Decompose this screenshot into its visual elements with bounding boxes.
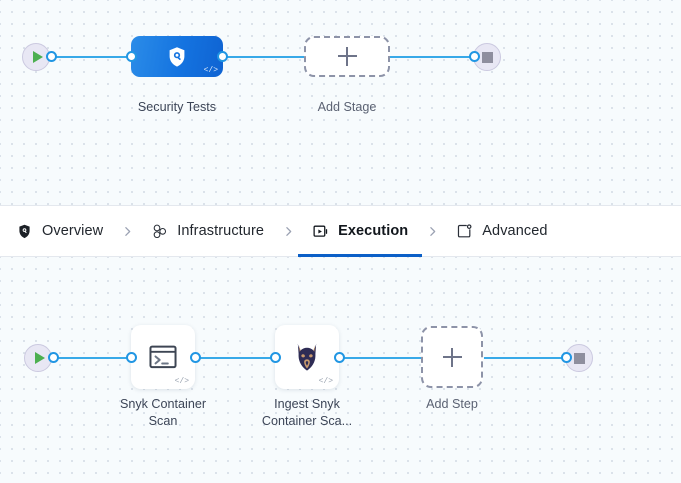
tab-separator-2 xyxy=(266,225,310,238)
snyk-dog-icon xyxy=(297,343,317,371)
chevron-right-icon xyxy=(430,226,436,236)
edge-stage-to-addstage xyxy=(215,56,310,58)
edge-start-to-step1 xyxy=(46,357,136,359)
pipeline-start-node[interactable] xyxy=(22,43,50,71)
nodes-cluster-icon xyxy=(153,224,167,238)
add-stage-button[interactable] xyxy=(304,36,390,77)
shield-search-icon xyxy=(169,46,185,67)
tab-infrastructure[interactable]: Infrastructure xyxy=(149,205,266,257)
tab-overview[interactable]: Overview xyxy=(14,205,105,257)
play-circle-icon xyxy=(34,352,45,364)
play-circle-icon xyxy=(32,51,43,63)
tab-separator-3 xyxy=(410,225,454,238)
step1-output-port[interactable] xyxy=(190,352,201,363)
edge-addstep-to-end xyxy=(484,357,572,359)
step-node-ingest-snyk-container-scan[interactable]: </> xyxy=(275,325,339,389)
tab-advanced-label: Advanced xyxy=(482,223,548,239)
tab-infrastructure-label: Infrastructure xyxy=(177,223,265,239)
stage-input-port[interactable] xyxy=(126,51,137,62)
pipeline-section-tabs[interactable]: Overview Infrastructure Execution xyxy=(0,205,681,257)
start-output-port[interactable] xyxy=(46,51,57,62)
steps-start-output-port[interactable] xyxy=(48,352,59,363)
tab-execution-label: Execution xyxy=(338,223,409,239)
stop-circle-icon xyxy=(481,51,493,63)
steps-end-input-port[interactable] xyxy=(561,352,572,363)
add-step-label: Add Step xyxy=(426,397,478,411)
step1-code-badge: </> xyxy=(174,377,189,386)
stop-circle-icon xyxy=(573,352,585,364)
steps-start-node[interactable] xyxy=(24,344,52,372)
settings-box-icon xyxy=(458,223,472,237)
chevron-right-icon xyxy=(285,226,291,236)
tab-separator-1 xyxy=(105,225,149,238)
plus-icon xyxy=(337,47,357,66)
step2-input-port[interactable] xyxy=(270,352,281,363)
edge-start-to-stage xyxy=(44,56,139,58)
step2-label: Ingest Snyk Container Sca... xyxy=(261,397,353,428)
add-stage-label: Add Stage xyxy=(317,100,377,114)
tab-overview-label: Overview xyxy=(42,223,104,239)
step2-output-port[interactable] xyxy=(334,352,345,363)
play-box-icon xyxy=(313,225,328,237)
stage-code-badge: </> xyxy=(203,66,218,75)
end-input-port[interactable] xyxy=(469,51,480,62)
terminal-icon xyxy=(149,345,177,369)
step2-code-badge: </> xyxy=(318,377,333,386)
edge-addstage-to-end xyxy=(385,56,480,58)
add-step-button[interactable] xyxy=(421,326,483,388)
plus-icon xyxy=(442,347,462,367)
stage-canvas[interactable]: </> Security Tests Add Stage xyxy=(0,0,681,205)
step-canvas[interactable]: </> Snyk Container Scan </> Ingest Snyk … xyxy=(0,257,681,483)
stage-output-port[interactable] xyxy=(217,51,228,62)
step1-label: Snyk Container Scan xyxy=(119,397,207,428)
tab-advanced[interactable]: Advanced xyxy=(454,205,549,257)
chevron-right-icon xyxy=(124,226,131,236)
stage-node-security-tests[interactable]: </> xyxy=(131,36,223,77)
step1-input-port[interactable] xyxy=(126,352,137,363)
shield-icon xyxy=(19,224,30,238)
stage-label-security-tests: Security Tests xyxy=(137,100,217,114)
tab-execution[interactable]: Execution xyxy=(298,205,423,257)
edge-step1-to-step2 xyxy=(196,357,284,359)
step-node-snyk-container-scan[interactable]: </> xyxy=(131,325,195,389)
edge-step2-to-addstep xyxy=(340,357,425,359)
